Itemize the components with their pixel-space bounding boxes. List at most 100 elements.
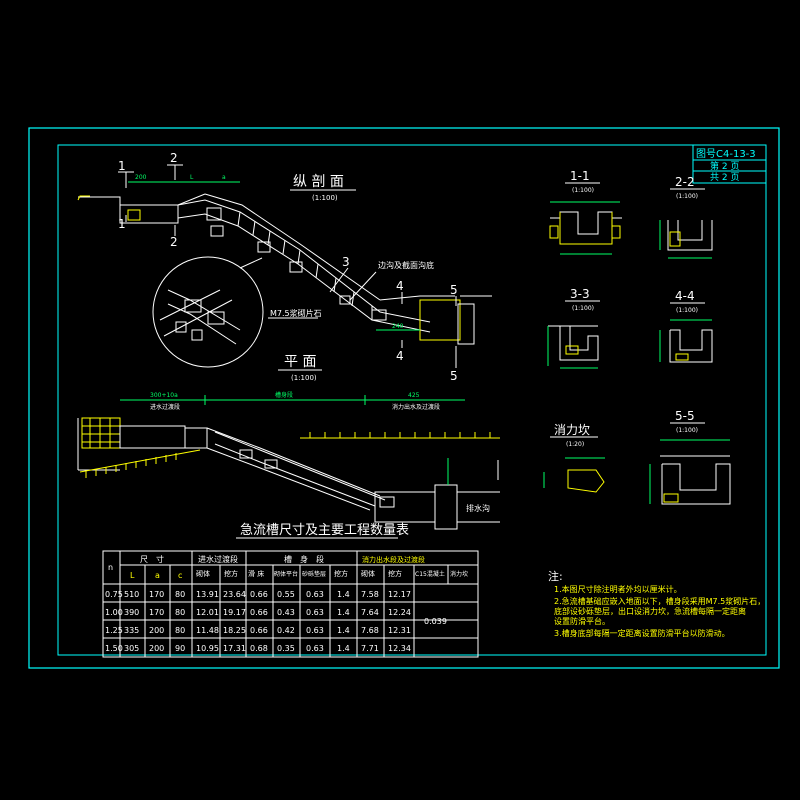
svg-text:7.68: 7.68 [361,626,379,635]
svg-text:0.63: 0.63 [306,626,324,635]
table-row: 1.00 390 170 80 12.01 19.17 0.66 0.43 0.… [105,608,411,617]
plan-view: 平 面 (1:100) 300+10a 槽身段 425 进水过渡段 消力出水及过… [77,354,500,530]
outer-frame [28,127,780,669]
ditch-label: 排水沟 [466,503,490,513]
plan-title: 平 面 [284,354,316,370]
svg-text:1.4: 1.4 [337,644,350,653]
baffle-scale: (1:20) [566,441,584,448]
svg-text:12.17: 12.17 [388,590,411,599]
svg-text:0.75: 0.75 [105,590,123,599]
svg-text:18.25: 18.25 [223,626,246,635]
svg-text:80: 80 [175,590,185,599]
svg-text:0.66: 0.66 [250,626,268,635]
th-body-4: 挖方 [334,569,348,578]
th-out-dig: 挖方 [388,569,402,578]
quantity-table: 急流槽尺寸及主要工程数量表 [102,523,479,658]
sec33-title: 3-3 [570,287,590,301]
cut-mark-5-top: 5 [450,283,458,297]
svg-text:80: 80 [175,608,185,617]
side-ditch-label: 边沟及截面沟底 [378,260,434,270]
sec11-scale: (1:100) [572,187,594,194]
section-4-4: 4-4 (1:100) [659,289,713,363]
svg-text:0.35: 0.35 [277,644,295,653]
svg-text:11.48: 11.48 [196,626,219,635]
inner-frame [57,144,767,656]
th-out-masonry: 砌体 [361,569,375,578]
dim-L: L [190,174,194,181]
callout-3: 3 [342,255,350,269]
cut-mark-2-top: 2 [170,151,178,165]
detail-circle [152,256,264,368]
plan-inlet-label: 进水过渡段 [150,403,180,411]
svg-text:10.95: 10.95 [196,644,219,653]
svg-text:0.63: 0.63 [306,590,324,599]
svg-text:0.43: 0.43 [277,608,295,617]
dim-200: 200 [135,174,147,181]
mortar-label: M7.5浆砌片石 [270,308,322,318]
section-3-3: 3-3 (1:100) [547,287,600,369]
svg-text:510: 510 [124,590,139,599]
th-L: L [130,571,135,580]
sheet-total: 共 2 页 [710,172,739,183]
svg-text:90: 90 [175,644,185,653]
svg-text:80: 80 [175,626,185,635]
table-row: 1.25 335 200 80 11.48 18.25 0.66 0.42 0.… [105,626,411,635]
svg-text:1.4: 1.4 [337,608,350,617]
svg-text:0.42: 0.42 [277,626,295,635]
svg-text:0.66: 0.66 [250,590,268,599]
th-a: a [155,571,160,580]
table-text: n 尺 寸 进水过渡段 槽 身 段 消力出水段及过渡段 L a c 砌体 挖方 … [105,554,468,653]
th-body-2: 砌体平台 [274,570,298,578]
cut-mark-1-top: 1 [118,159,126,173]
section-2-2: 2-2 (1:100) [659,175,713,259]
sec22-scale: (1:100) [676,193,698,200]
cut-mark-5-bottom: 5 [450,369,458,383]
svg-text:1.00: 1.00 [105,608,123,617]
dim-a: a [222,174,226,181]
svg-text:7.71: 7.71 [361,644,379,653]
svg-text:17.31: 17.31 [223,644,246,653]
svg-text:0.63: 0.63 [306,644,324,653]
sec44-title: 4-4 [675,289,695,303]
th-c: c [178,571,182,580]
sec44-scale: (1:100) [676,307,698,314]
sec55-scale: (1:100) [676,427,698,434]
svg-text:12.01: 12.01 [196,608,219,617]
th-body-1: 滑 床 [248,569,264,578]
note-line-5: 3.槽身底部每隔一定距离设置防滑平台以防滑动。 [554,628,730,638]
th-body-3: 砂砾垫层 [302,570,326,578]
svg-text:200: 200 [149,644,164,653]
th-group-outlet: 消力出水段及过渡段 [362,555,425,564]
plan-dim-outlet: 425 [408,392,420,399]
table-caption: 急流槽尺寸及主要工程数量表 [240,523,409,538]
drawing-number: 图号C4-13-3 [696,148,756,160]
svg-text:0.63: 0.63 [306,608,324,617]
cut-mark-4-top: 4 [396,279,404,293]
section-1-1: 1-1 (1:100) [549,169,622,255]
baffle-title: 消力坎 [554,423,590,437]
svg-text:7.64: 7.64 [361,608,379,617]
th-n: n [108,563,113,572]
svg-text:13.91: 13.91 [196,590,219,599]
th-inlet-masonry: 砌体 [196,569,210,578]
svg-text:19.17: 19.17 [223,608,246,617]
profile-scale: (1:100) [312,194,338,202]
svg-text:12.31: 12.31 [388,626,411,635]
svg-text:12.34: 12.34 [388,644,411,653]
plan-outlet-label: 消力出水及过渡段 [392,403,440,411]
svg-text:7.58: 7.58 [361,590,379,599]
svg-text:170: 170 [149,608,164,617]
svg-text:1.4: 1.4 [337,626,350,635]
svg-text:170: 170 [149,590,164,599]
svg-text:0.68: 0.68 [250,644,268,653]
cut-mark-4-bottom: 4 [396,349,404,363]
notes: 注: 1.本图尺寸除注明者外均以厘米计。 2.急流槽基础应嵌入地面以下，槽身段采… [548,569,765,638]
sheet-number: 第 2 页 [710,160,739,172]
th-group-size: 尺 寸 [140,554,164,564]
svg-text:23.64: 23.64 [223,590,246,599]
svg-text:200: 200 [149,626,164,635]
note-line-3: 底部设砂砾垫层，出口设消力坎，急流槽每隔一定距离 [554,606,746,616]
sec55-title: 5-5 [675,409,695,423]
th-out-c15: C15混凝土 [415,570,445,578]
